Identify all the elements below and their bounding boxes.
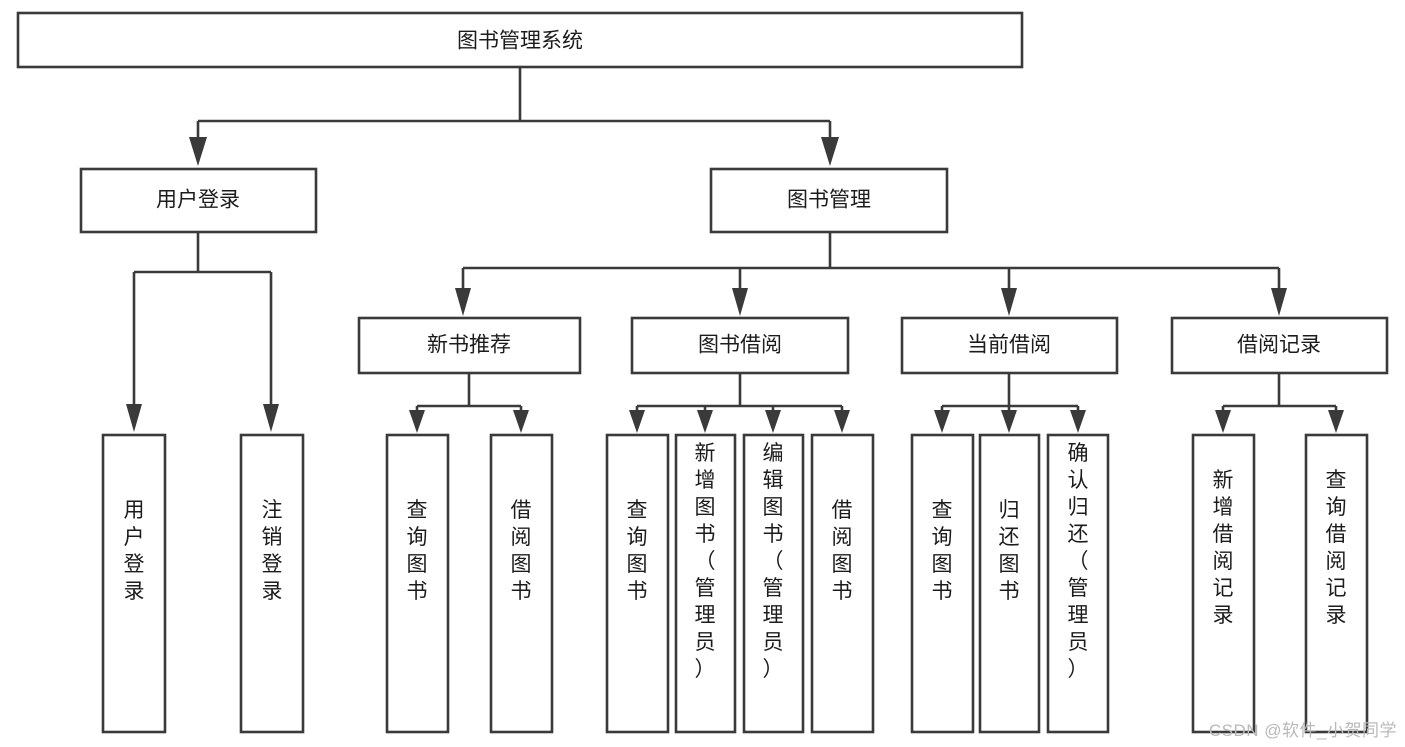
node-leaf-query-book-3-label: 查询图书 xyxy=(932,499,953,603)
node-current-borrow-label: 当前借阅 xyxy=(967,334,1051,357)
arrowhead-leaf-return-book xyxy=(1001,410,1017,433)
node-leaf-borrow-book-1[interactable]: 借阅图书 xyxy=(489,433,554,734)
arrowhead-user-login xyxy=(189,137,207,166)
arrowhead-leaf-query-book-1 xyxy=(409,410,425,433)
node-leaf-add-book[interactable]: 新增图书（管理员） xyxy=(674,433,737,734)
connector-group xyxy=(126,67,1344,433)
node-leaf-query-book-2[interactable]: 查询图书 xyxy=(605,433,670,734)
node-user-login[interactable]: 用户登录 xyxy=(79,167,318,234)
node-leaf-return-book-box[interactable] xyxy=(978,433,1041,734)
node-borrow-record-label: 借阅记录 xyxy=(1237,334,1321,357)
node-leaf-query-book-1-box[interactable] xyxy=(385,433,450,734)
node-leaf-add-record-box[interactable] xyxy=(1191,433,1256,734)
node-leaf-logout-box[interactable] xyxy=(239,433,305,734)
node-leaf-query-record-label: 查询借阅记录 xyxy=(1326,469,1347,627)
node-book-management-label: 图书管理 xyxy=(787,189,871,212)
node-leaf-return-book-label: 归还图书 xyxy=(999,499,1020,603)
node-leaf-add-record-label: 新增借阅记录 xyxy=(1213,469,1234,627)
node-new-book-recommend-box[interactable] xyxy=(357,316,582,375)
node-book-borrow[interactable]: 图书借阅 xyxy=(630,316,850,375)
node-leaf-edit-book[interactable]: 编辑图书（管理员） xyxy=(742,433,805,734)
arrowhead-leaf-add-book xyxy=(697,410,713,433)
node-user-login-label: 用户登录 xyxy=(156,189,240,212)
node-leaf-logout-label: 注销登录 xyxy=(262,499,283,603)
node-leaf-query-book-3-box[interactable] xyxy=(910,433,975,734)
arrowhead-leaf-query-book-3 xyxy=(934,410,950,433)
node-root-box[interactable] xyxy=(16,11,1024,69)
arrowhead-book-borrow xyxy=(732,288,748,316)
arrowhead-new-book-recommend xyxy=(455,288,471,316)
node-root-label: 图书管理系统 xyxy=(457,30,583,53)
node-leaf-borrow-book-1-label: 借阅图书 xyxy=(511,499,532,603)
arrowhead-leaf-logout xyxy=(263,404,279,432)
node-leaf-query-book-1[interactable]: 查询图书 xyxy=(385,433,450,734)
node-leaf-borrow-book-2[interactable]: 借阅图书 xyxy=(810,433,875,734)
arrowhead-leaf-confirm-return xyxy=(1070,410,1086,433)
arrowhead-leaf-add-record xyxy=(1215,410,1231,433)
node-current-borrow[interactable]: 当前借阅 xyxy=(900,316,1119,375)
arrowhead-leaf-edit-book xyxy=(765,410,781,433)
node-leaf-query-book-2-label: 查询图书 xyxy=(627,499,648,603)
arrowhead-current-borrow xyxy=(1001,288,1017,316)
node-leaf-edit-book-box[interactable] xyxy=(742,433,805,734)
node-leaf-borrow-book-1-box[interactable] xyxy=(489,433,554,734)
node-leaf-add-record[interactable]: 新增借阅记录 xyxy=(1191,433,1256,734)
node-leaf-confirm-return-box[interactable] xyxy=(1046,433,1110,734)
node-leaf-confirm-return-label: 确认归还（管理员） xyxy=(1068,442,1089,681)
node-leaf-confirm-return[interactable]: 确认归还（管理员） xyxy=(1046,433,1110,734)
node-leaf-user-login-label: 用户登录 xyxy=(124,499,145,603)
arrowhead-leaf-query-book-2 xyxy=(629,410,645,433)
arrowhead-leaf-borrow-book-1 xyxy=(513,410,529,433)
arrowhead-leaf-query-record xyxy=(1328,410,1344,433)
node-root[interactable]: 图书管理系统 xyxy=(16,11,1024,69)
node-book-borrow-label: 图书借阅 xyxy=(698,334,782,357)
node-new-book-recommend[interactable]: 新书推荐 xyxy=(357,316,582,375)
node-book-management[interactable]: 图书管理 xyxy=(709,167,949,234)
node-leaf-add-book-box[interactable] xyxy=(674,433,737,734)
arrowhead-borrow-record xyxy=(1271,288,1287,316)
node-book-borrow-box[interactable] xyxy=(630,316,850,375)
arrowhead-leaf-borrow-book-2 xyxy=(834,410,850,433)
node-leaf-edit-book-label: 编辑图书（管理员） xyxy=(763,442,784,681)
node-user-login-box[interactable] xyxy=(79,167,318,234)
node-leaf-return-book[interactable]: 归还图书 xyxy=(978,433,1041,734)
node-leaf-user-login-box[interactable] xyxy=(101,433,167,734)
node-leaf-query-record[interactable]: 查询借阅记录 xyxy=(1304,433,1369,734)
arrowhead-book-management xyxy=(821,137,839,166)
node-leaf-borrow-book-2-box[interactable] xyxy=(810,433,875,734)
node-leaf-query-book-3[interactable]: 查询图书 xyxy=(910,433,975,734)
node-borrow-record[interactable]: 借阅记录 xyxy=(1170,316,1389,375)
node-borrow-record-box[interactable] xyxy=(1170,316,1389,375)
node-book-management-box[interactable] xyxy=(709,167,949,234)
node-leaf-user-login[interactable]: 用户登录 xyxy=(101,433,167,734)
node-leaf-query-record-box[interactable] xyxy=(1304,433,1369,734)
node-new-book-recommend-label: 新书推荐 xyxy=(427,334,511,357)
arrowhead-leaf-user-login xyxy=(126,404,142,432)
node-leaf-logout[interactable]: 注销登录 xyxy=(239,433,305,734)
node-current-borrow-box[interactable] xyxy=(900,316,1119,375)
node-leaf-borrow-book-2-label: 借阅图书 xyxy=(832,499,853,603)
node-leaf-add-book-label: 新增图书（管理员） xyxy=(695,442,716,681)
node-leaf-query-book-2-box[interactable] xyxy=(605,433,670,734)
node-leaf-query-book-1-label: 查询图书 xyxy=(407,499,428,603)
